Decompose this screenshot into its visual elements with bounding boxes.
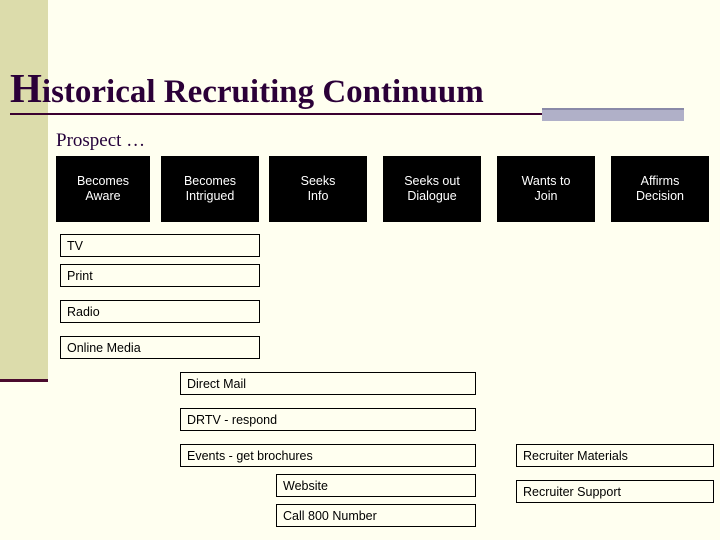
- title-rule-block: [542, 108, 684, 121]
- title-text: istorical Recruiting Continuum: [41, 74, 484, 111]
- channel-bar: Recruiter Support: [516, 480, 714, 503]
- channel-bar-label: DRTV - respond: [187, 412, 278, 427]
- stage-label-line-1: Becomes: [183, 174, 237, 188]
- channel-bar: Radio: [60, 300, 260, 323]
- channel-bar-label: Direct Mail: [187, 376, 247, 391]
- left-decorative-band: [0, 0, 48, 380]
- page-title: Historical Recruiting Continuum: [10, 64, 484, 112]
- stage-label-line-1: Seeks out: [404, 174, 460, 188]
- stage-label-line-2: Join: [534, 189, 558, 203]
- channel-bar-label: Online Media: [67, 340, 141, 355]
- channel-bar-label: Call 800 Number: [283, 508, 377, 523]
- channel-bar: Website: [276, 474, 476, 497]
- channel-bar-label: Radio: [67, 304, 100, 319]
- stage-label-line-2: Info: [307, 189, 329, 203]
- stage-label-line-2: Aware: [85, 189, 121, 203]
- channel-bar-label: Recruiter Materials: [523, 448, 628, 463]
- channel-bar-label: Website: [283, 478, 328, 493]
- channel-bar: Events - get brochures: [180, 444, 476, 467]
- channel-bar-label: Print: [67, 268, 93, 283]
- stage-label-line-1: Becomes: [76, 174, 130, 188]
- prospect-label: Prospect …: [56, 130, 146, 151]
- stage-label-line-1: Wants to: [521, 174, 571, 188]
- channel-bar: Online Media: [60, 336, 260, 359]
- channel-bar: Direct Mail: [180, 372, 476, 395]
- left-band-accent-line: [0, 379, 48, 382]
- stage-label-line-2: Decision: [636, 189, 684, 203]
- stage-label-line-1: Affirms: [640, 174, 680, 188]
- stage-label-line-2: Intrigued: [185, 189, 235, 203]
- title-rule: [10, 113, 550, 115]
- channel-bar: Call 800 Number: [276, 504, 476, 527]
- channel-bar-label: TV: [67, 238, 83, 253]
- channel-bar: TV: [60, 234, 260, 257]
- channel-bar: Recruiter Materials: [516, 444, 714, 467]
- channel-bar-label: Events - get brochures: [187, 448, 313, 463]
- title-drop-cap: H: [10, 65, 42, 112]
- channel-bar: DRTV - respond: [180, 408, 476, 431]
- channel-bar-label: Recruiter Support: [523, 484, 621, 499]
- stage-label-line-2: Dialogue: [407, 189, 457, 203]
- channel-bar: Print: [60, 264, 260, 287]
- stage-label-line-1: Seeks: [300, 174, 336, 188]
